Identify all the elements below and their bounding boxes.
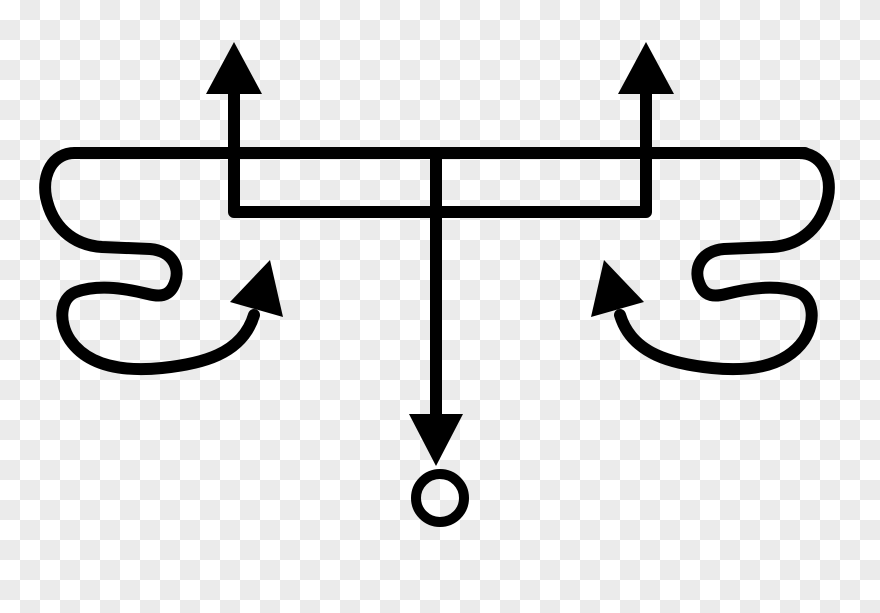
right-curl-arrow <box>614 147 835 376</box>
center-down-arrowhead <box>409 414 463 466</box>
left-curl-arrow <box>39 147 260 376</box>
left-curl-arrowhead <box>230 260 283 317</box>
left-up-arrowhead <box>206 42 262 94</box>
bottom-circle <box>411 469 469 527</box>
right-curl-arrowhead <box>591 260 644 317</box>
right-up-arrowhead <box>618 42 674 94</box>
